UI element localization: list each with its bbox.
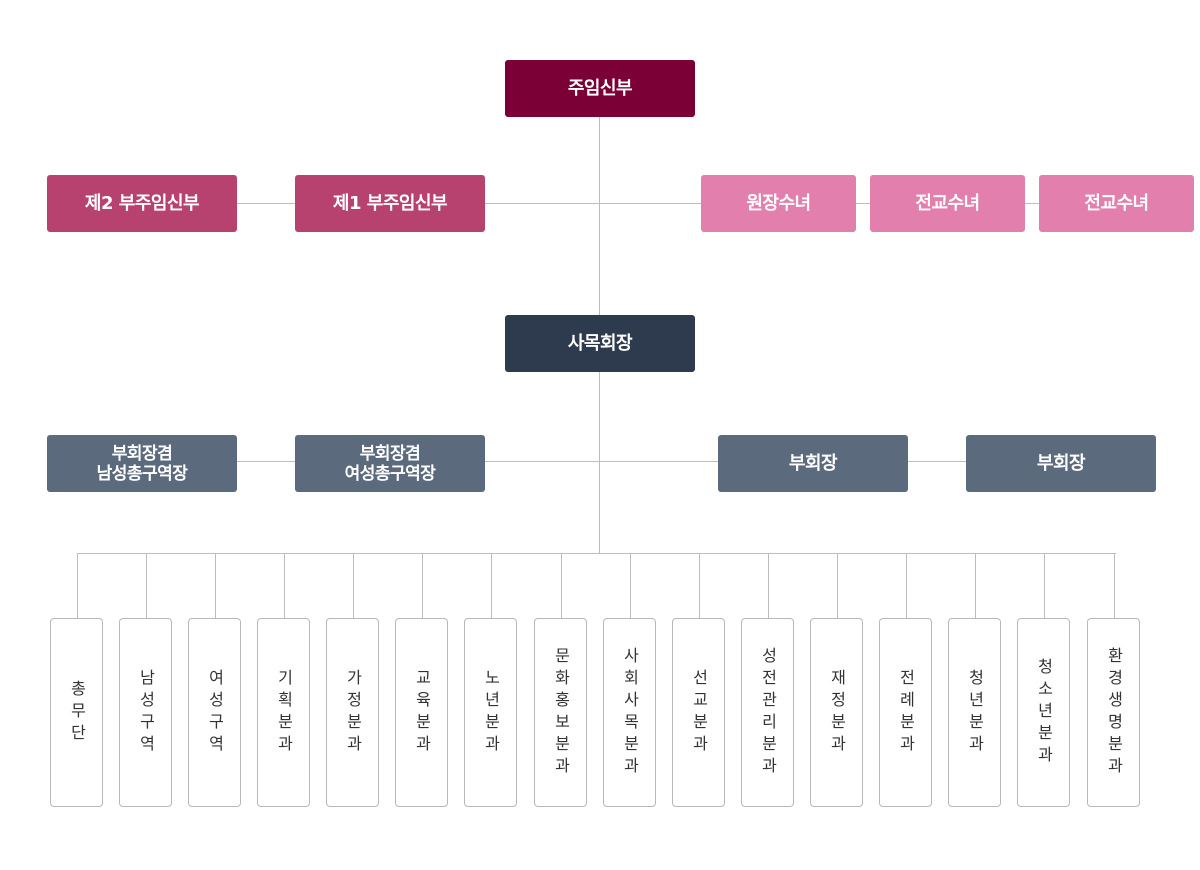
vice-president-role: 남성총구역장 (96, 463, 188, 484)
department-drop-line (491, 553, 492, 619)
department-drop-line (630, 553, 631, 619)
vice-president-box-1: 부회장 (718, 435, 908, 492)
pastor-row-connector-line (484, 203, 704, 204)
vice-president-title: 부회장겸 (111, 443, 173, 464)
department-label: 남성구역 (136, 668, 156, 757)
vice-president-box-2: 부회장 (966, 435, 1156, 492)
department-drop-line (353, 553, 354, 619)
department-box: 가정분과 (326, 618, 379, 807)
department-label: 환경생명분과 (1104, 646, 1124, 779)
vice-president-male-district-box: 부회장겸 남성총구역장 (47, 435, 237, 492)
department-label: 성전관리분과 (758, 646, 778, 779)
department-drop-line (1114, 553, 1115, 619)
vice-connector-line-left (236, 461, 296, 462)
department-drop-line (906, 553, 907, 619)
department-box: 교육분과 (395, 618, 448, 807)
department-label: 교육분과 (412, 668, 432, 757)
department-drop-line (284, 553, 285, 619)
vice-president-title: 부회장겸 (359, 443, 421, 464)
department-label: 노년분과 (481, 668, 501, 757)
sister-connector-line-1 (855, 203, 871, 204)
department-box: 환경생명분과 (1087, 618, 1140, 807)
department-bus-line (77, 553, 1116, 554)
department-box: 총무단 (50, 618, 103, 807)
department-drop-line (215, 553, 216, 619)
department-drop-line (975, 553, 976, 619)
department-label: 기획분과 (274, 668, 294, 757)
department-drop-line (77, 553, 78, 619)
department-drop-line (422, 553, 423, 619)
department-box: 문화홍보분과 (534, 618, 587, 807)
vice-president-role: 여성총구역장 (344, 463, 436, 484)
mission-sister-box-1: 전교수녀 (870, 175, 1025, 232)
second-associate-pastor-box: 제2 부주임신부 (47, 175, 237, 232)
vice-row-connector-line (484, 461, 719, 462)
department-box: 청소년분과 (1017, 618, 1070, 807)
department-drop-line (1044, 553, 1045, 619)
department-label: 여성구역 (205, 668, 225, 757)
department-box: 전례분과 (879, 618, 932, 807)
department-drop-line (561, 553, 562, 619)
head-pastor-box: 주임신부 (505, 60, 695, 117)
department-label: 청소년분과 (1034, 657, 1054, 768)
department-label: 문화홍보분과 (551, 646, 571, 779)
associate-connector-line (236, 203, 296, 204)
department-box: 청년분과 (948, 618, 1001, 807)
department-box: 선교분과 (672, 618, 725, 807)
council-president-box: 사목회장 (505, 315, 695, 372)
department-label: 사회사목분과 (620, 646, 640, 779)
department-box: 사회사목분과 (603, 618, 656, 807)
department-label: 선교분과 (689, 668, 709, 757)
mission-sister-box-2: 전교수녀 (1039, 175, 1194, 232)
department-label: 총무단 (67, 679, 87, 746)
department-drop-line (837, 553, 838, 619)
vice-president-female-district-box: 부회장겸 여성총구역장 (295, 435, 485, 492)
department-label: 가정분과 (343, 668, 363, 757)
department-box: 남성구역 (119, 618, 172, 807)
superior-sister-box: 원장수녀 (701, 175, 856, 232)
department-drop-line (146, 553, 147, 619)
department-box: 여성구역 (188, 618, 241, 807)
department-label: 재정분과 (827, 668, 847, 757)
sister-connector-line-2 (1024, 203, 1040, 204)
department-box: 재정분과 (810, 618, 863, 807)
department-box: 노년분과 (464, 618, 517, 807)
department-box: 기획분과 (257, 618, 310, 807)
department-label: 전례분과 (896, 668, 916, 757)
first-associate-pastor-box: 제1 부주임신부 (295, 175, 485, 232)
department-box: 성전관리분과 (741, 618, 794, 807)
department-drop-line (699, 553, 700, 619)
department-label: 청년분과 (965, 668, 985, 757)
department-drop-line (768, 553, 769, 619)
vice-connector-line-right (907, 461, 967, 462)
